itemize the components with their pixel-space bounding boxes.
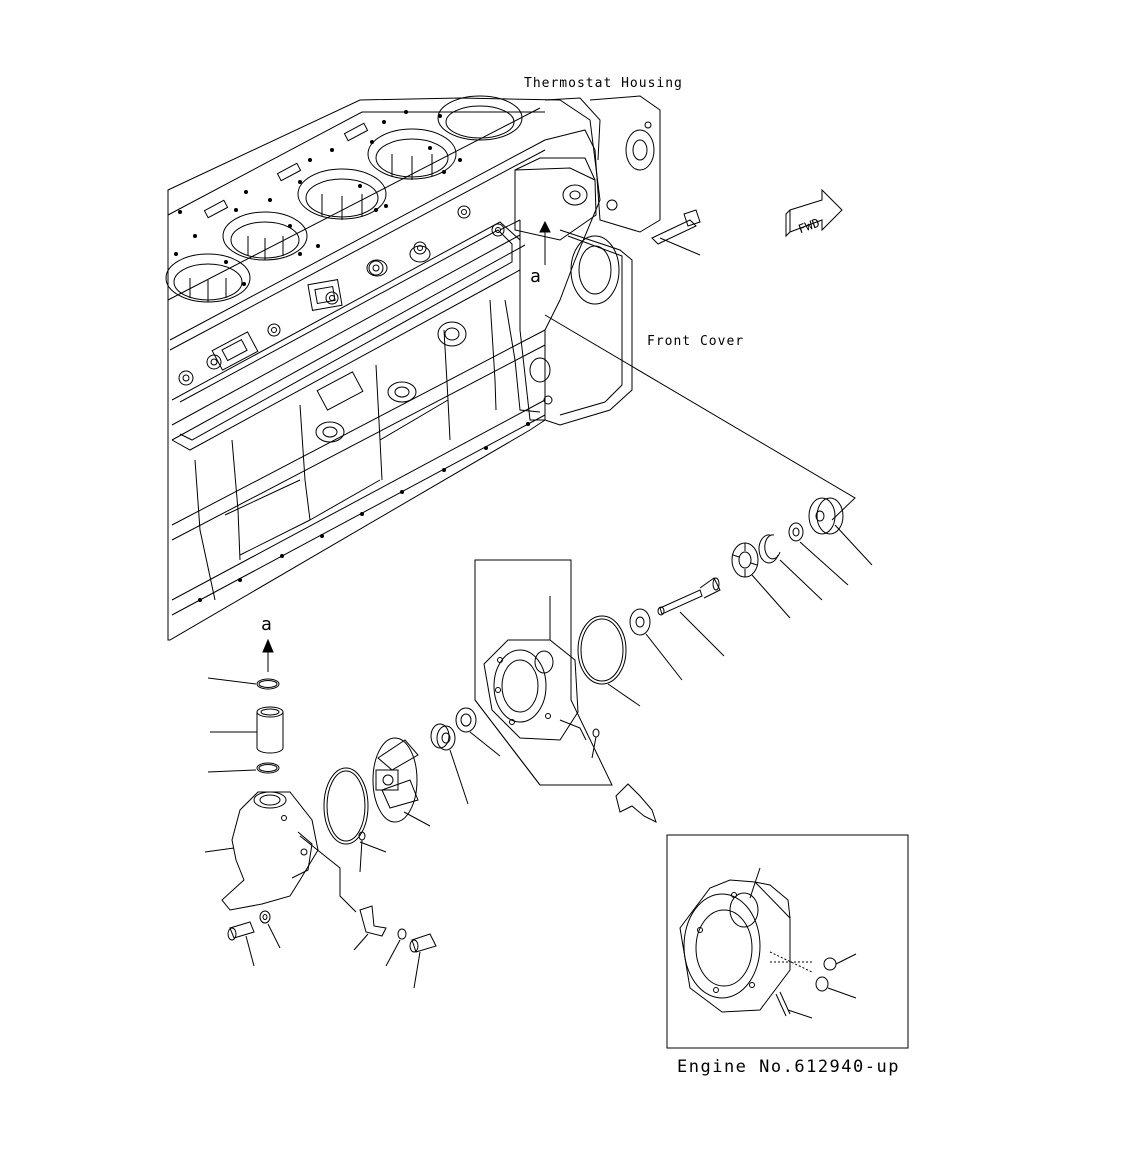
impeller xyxy=(373,738,430,826)
skirt-ribs xyxy=(195,300,496,600)
pump-drive-gear xyxy=(809,498,872,565)
view-a-label-top: a xyxy=(530,266,541,287)
mechanical-seal xyxy=(431,724,468,804)
thermostat-housing-assembly xyxy=(515,96,660,240)
small-pin xyxy=(359,832,365,872)
view-a-arrow xyxy=(263,640,273,672)
water-inlet-elbow xyxy=(205,792,356,912)
front-cover-label: Front Cover xyxy=(647,334,745,349)
front-cover xyxy=(500,220,632,425)
connector-pipe xyxy=(210,707,283,753)
thermostat-housing-label: Thermostat Housing xyxy=(524,76,683,91)
shaft-bearing-small xyxy=(630,609,682,680)
pump-seal xyxy=(456,708,500,756)
deck-slots xyxy=(204,123,367,217)
fwd-arrow xyxy=(786,190,842,236)
inset-engine-no xyxy=(667,835,908,1048)
o-ring-mid xyxy=(324,768,386,852)
pump-shaft xyxy=(658,578,724,656)
inset-arrow xyxy=(616,784,656,822)
engine-no-label: Engine No.612940-up xyxy=(677,1057,900,1077)
washer-left xyxy=(260,911,280,948)
water-pump-body xyxy=(484,596,599,758)
side-ports xyxy=(212,246,466,442)
pan-rail-holes xyxy=(198,422,530,602)
view-a-label-bottom: a xyxy=(261,614,272,635)
snap-ring xyxy=(759,535,822,600)
bolt-right xyxy=(410,934,436,988)
engine-block xyxy=(166,96,600,640)
washer-right xyxy=(386,929,406,966)
fwd-label: FWD xyxy=(796,216,821,237)
o-ring-bottom xyxy=(208,763,279,773)
washer xyxy=(789,523,848,585)
cylinder-bores xyxy=(166,96,522,302)
o-ring-large xyxy=(578,616,640,706)
pump-body-group xyxy=(475,560,612,785)
bracket xyxy=(354,906,386,950)
pump-bearing xyxy=(732,543,790,618)
deck-bolt-holes xyxy=(174,110,462,286)
o-ring-top xyxy=(208,678,279,689)
bolt-front-cover xyxy=(652,210,700,255)
bolt-left xyxy=(228,922,254,966)
front-cover-leader xyxy=(545,315,855,520)
